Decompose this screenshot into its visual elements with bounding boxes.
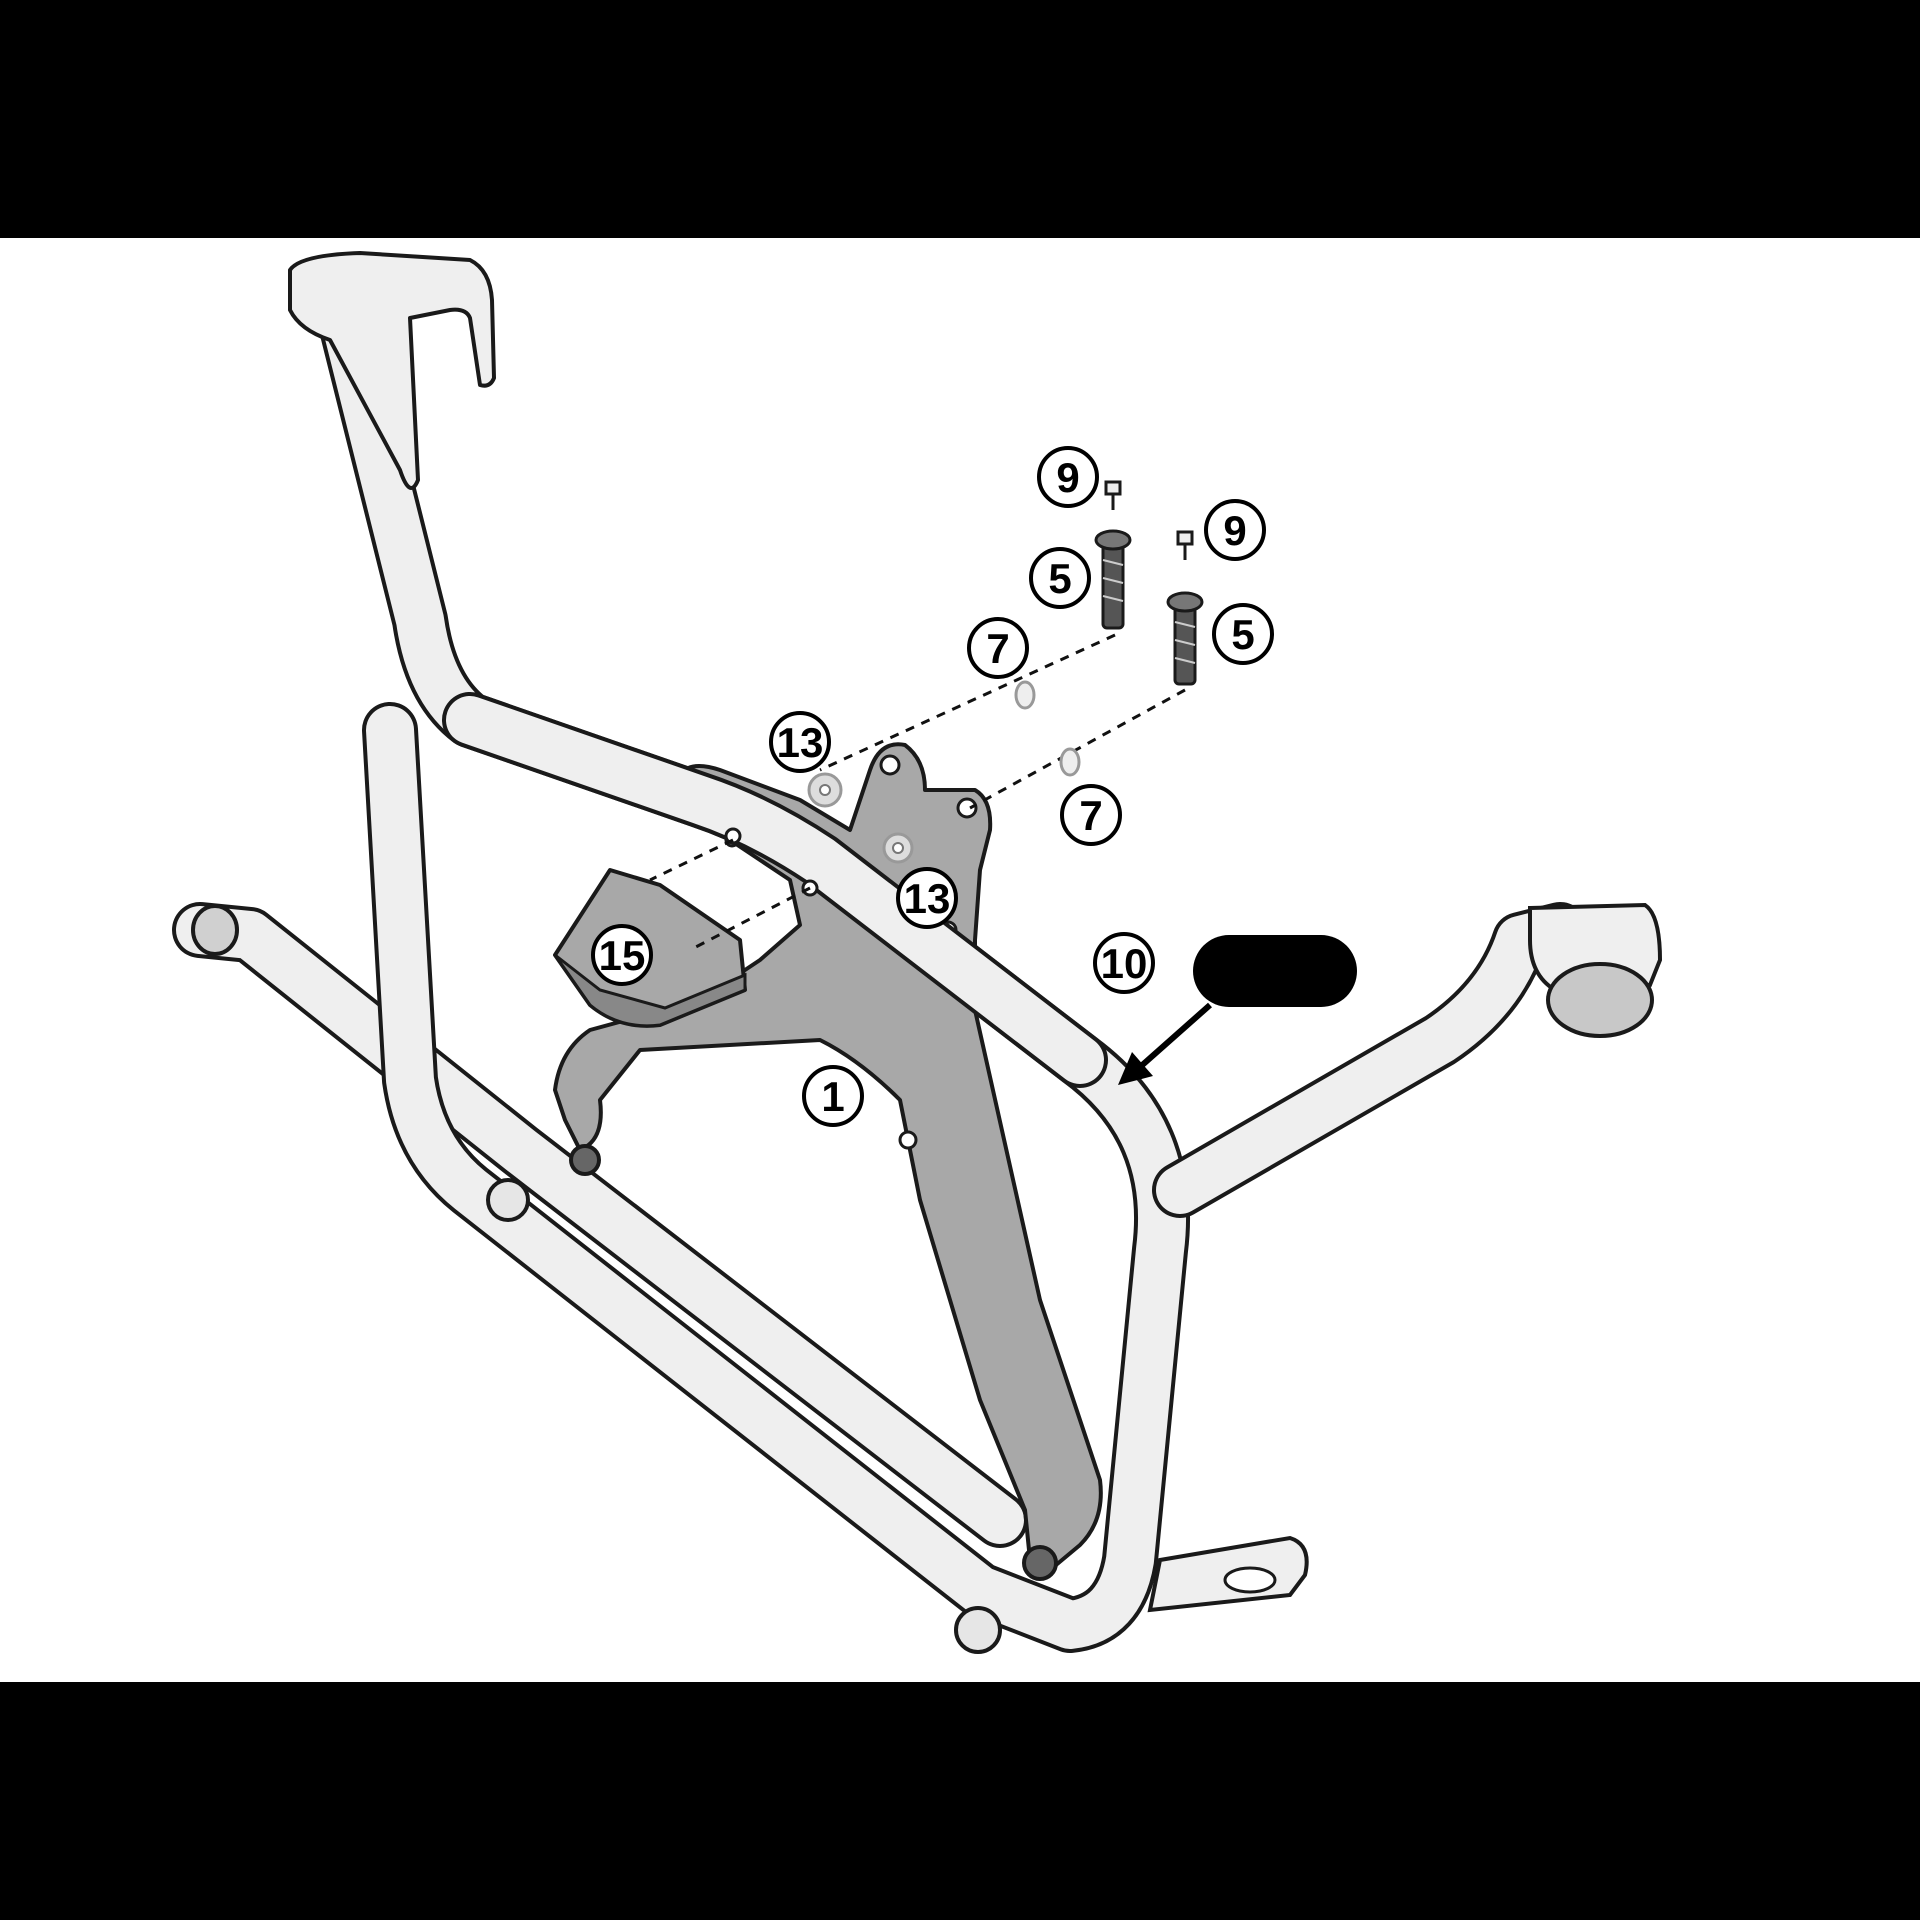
callout-5-right: 5 bbox=[1212, 603, 1274, 665]
bolt-part-5-right bbox=[1166, 591, 1204, 686]
callout-5-left: 5 bbox=[1029, 547, 1091, 609]
svg-text:1: 1 bbox=[821, 1073, 844, 1120]
callout-9-right: 9 bbox=[1204, 499, 1266, 561]
tubular-frame-front-crossing bbox=[442, 692, 1108, 1088]
svg-text:15: 15 bbox=[599, 932, 646, 979]
callout-9-left: 9 bbox=[1037, 446, 1099, 508]
left-bar-end-cap bbox=[191, 904, 239, 956]
washer-part-9-right bbox=[1176, 530, 1194, 560]
bottom-right-tab bbox=[1147, 1535, 1309, 1613]
washer-part-7-left bbox=[1014, 680, 1036, 710]
svg-text:5: 5 bbox=[1231, 611, 1254, 658]
callout-7-lower: 7 bbox=[1060, 784, 1122, 846]
spacer-part-13-left bbox=[807, 772, 843, 808]
svg-text:13: 13 bbox=[777, 719, 824, 766]
washer-part-7-right bbox=[1059, 747, 1081, 777]
callout-10: 10 bbox=[1093, 932, 1155, 994]
callout-1: 1 bbox=[802, 1065, 864, 1127]
callout-7-upper: 7 bbox=[967, 617, 1029, 679]
right-bar-end-cap bbox=[1528, 902, 1663, 1038]
top-mount-hook bbox=[288, 251, 496, 490]
callout-13-upper: 13 bbox=[769, 711, 831, 773]
redacted-label-bar bbox=[1193, 935, 1357, 1007]
frame-bolt-knobs bbox=[486, 1178, 1002, 1654]
spacer-part-13-right bbox=[882, 832, 914, 864]
callout-13-lower: 13 bbox=[896, 867, 958, 929]
arrow-part-10 bbox=[1118, 1002, 1212, 1085]
top-black-band bbox=[0, 0, 1920, 238]
washer-part-9-left bbox=[1104, 480, 1122, 510]
svg-text:7: 7 bbox=[1079, 792, 1102, 839]
svg-text:10: 10 bbox=[1101, 940, 1148, 987]
bottom-black-band bbox=[0, 1682, 1920, 1920]
svg-text:5: 5 bbox=[1048, 555, 1071, 602]
svg-text:9: 9 bbox=[1056, 454, 1079, 501]
svg-text:13: 13 bbox=[904, 875, 951, 922]
dashed-assembly-lines bbox=[649, 633, 1186, 952]
svg-text:7: 7 bbox=[986, 625, 1009, 672]
exploded-assembly-diagram: 9 9 5 5 7 7 13 13 10 15 1 bbox=[172, 251, 1663, 1654]
svg-text:9: 9 bbox=[1223, 507, 1246, 554]
bolt-part-5-left bbox=[1094, 529, 1132, 630]
diagram-canvas: 9 9 5 5 7 7 13 13 10 15 1 bbox=[0, 238, 1920, 1682]
callout-15: 15 bbox=[591, 924, 653, 986]
